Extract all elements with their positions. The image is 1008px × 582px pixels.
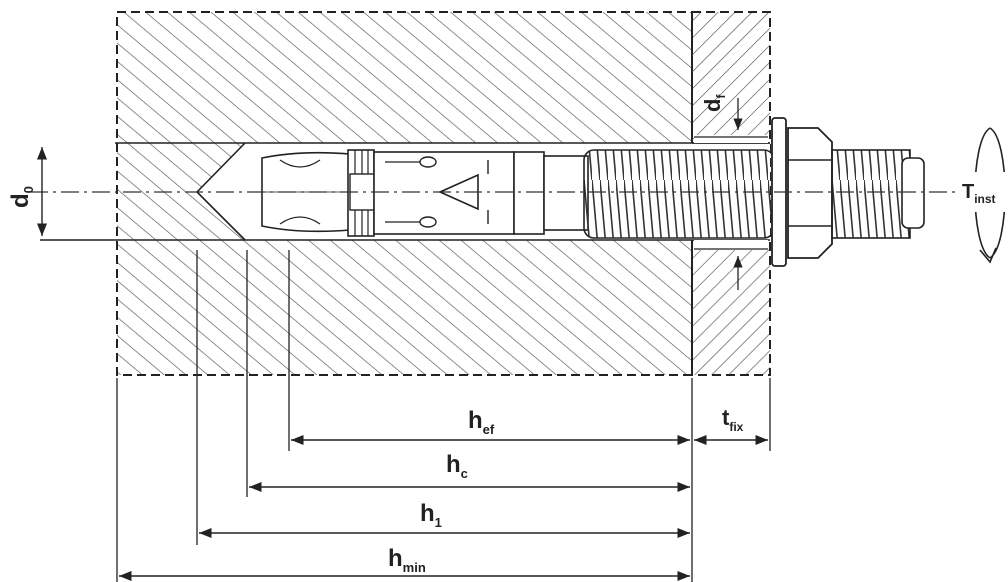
hmin-label: hmin: [388, 545, 426, 575]
threaded-rod: [583, 149, 775, 239]
spring-clip: [347, 149, 375, 237]
hex-nut: [787, 127, 833, 259]
bolt-end: [831, 149, 925, 239]
hc-label: hc: [446, 451, 468, 481]
expansion-sleeve: [261, 151, 351, 233]
anchor-collar: [513, 151, 589, 235]
hef-label: hef: [468, 407, 495, 437]
d0-label: d0: [7, 186, 36, 208]
tinst-label: Tinst: [962, 181, 996, 206]
tfix-label: tfix: [722, 405, 744, 434]
fixture-clearance-hole: [694, 98, 768, 290]
anchor-cone: [373, 151, 515, 235]
h1-label: h1: [420, 500, 442, 530]
df-label: df: [700, 94, 728, 112]
extension-lines: [116, 250, 771, 582]
